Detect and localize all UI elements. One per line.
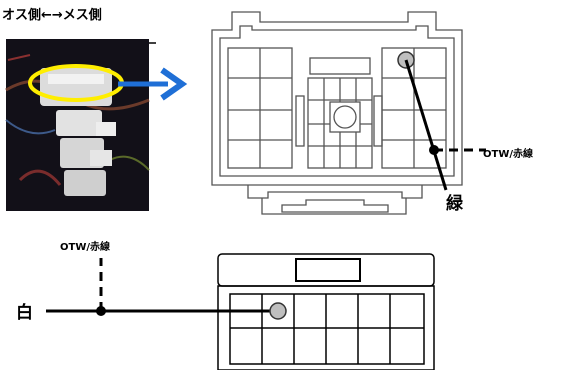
white-wire-label: 白	[16, 302, 33, 323]
lower-connector	[217, 253, 435, 370]
upper-connector	[211, 11, 463, 215]
otw-label-right: OTW/赤線	[483, 147, 533, 160]
page-title: オス側←→メス側	[2, 7, 102, 23]
green-wire	[404, 59, 448, 191]
blue-arrow	[118, 67, 188, 101]
otw-label-left: OTW/赤線	[60, 240, 110, 253]
green-wire-label: 緑	[446, 193, 464, 214]
pin-marker-lower	[269, 302, 287, 320]
